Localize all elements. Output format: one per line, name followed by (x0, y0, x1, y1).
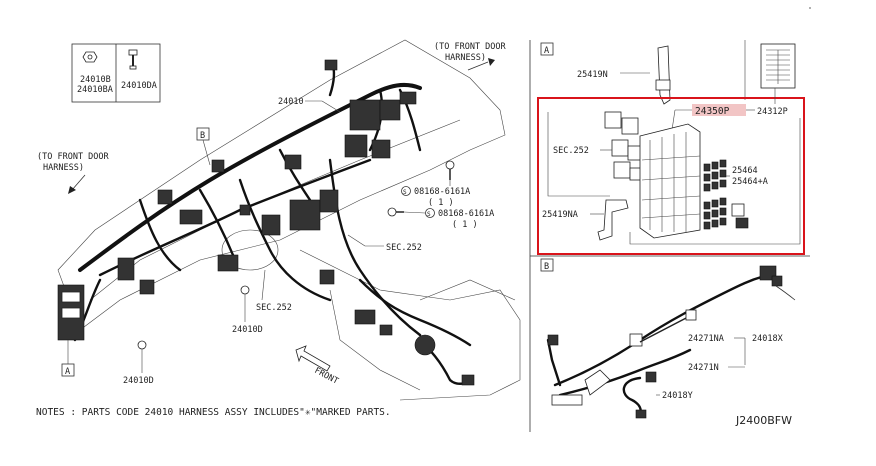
sec252-detail-label: SEC.252 (553, 146, 589, 156)
relay-stack (604, 111, 643, 181)
part-24010B-label: 24010B (80, 75, 111, 85)
part-24010D-left-label: 24010D (123, 376, 154, 386)
detail-a-panel: A 25419N 24350P 24312P (537, 40, 805, 255)
svg-text:S: S (403, 189, 407, 196)
sec252-main-center-label: SEC.252 (256, 303, 292, 313)
fuse-cluster-lower (703, 197, 749, 230)
svg-text:B: B (200, 131, 205, 141)
part-24271NA-label: 24271NA (688, 334, 724, 344)
sec252-main-right-label: SEC.252 (386, 243, 422, 253)
bolt-2-callout: S 08168-6161A ( 1 ) (403, 208, 494, 230)
part-24018Y-label: 24018Y (662, 391, 693, 401)
highlight-box (537, 97, 805, 255)
marker-a-main: A (61, 340, 75, 377)
diagram-code: J2400BFW (735, 414, 792, 427)
harness-b-connectors (547, 265, 796, 406)
part-24010-label: 24010 (278, 97, 304, 107)
notes-text: NOTES : PARTS CODE 24010 HARNESS ASSY IN… (36, 407, 391, 418)
small-parts-legend: 24010B 24010BA 24010DA (71, 43, 161, 103)
marker-b-main: B (196, 127, 211, 166)
fuse-block (639, 123, 701, 239)
detail-a-marker: A (544, 46, 549, 56)
svg-text:S: S (427, 211, 431, 218)
part-25419NA-label: 25419NA (542, 210, 578, 220)
part-24271N-label: 24271N (688, 363, 719, 373)
part-24018X-label: 24018X (752, 334, 784, 344)
pigtail-24018Y (622, 371, 657, 419)
part-25464A-label: 25464+A (732, 177, 768, 187)
part-25419N-label: 25419N (577, 70, 608, 80)
part-24010D-center-label: 24010D (232, 325, 263, 335)
bolt-1-callout: S 08168-6161A ( 1 ) (401, 180, 470, 208)
to-front-door-top-label: (TO FRONT DOOR (434, 42, 507, 52)
bolt-1-label: 08168-6161A (414, 187, 470, 197)
part-24350P-label: 24350P (695, 106, 730, 117)
detail-b-marker: B (544, 262, 549, 272)
harness-left-label: HARNESS) (43, 163, 84, 173)
bracket-25419N (655, 45, 671, 105)
arrow-down-left-icon (68, 174, 86, 194)
screw-icon (128, 49, 138, 70)
part-24010DA-label: 24010DA (121, 81, 157, 91)
arrow-right-icon (467, 58, 495, 71)
bolt-2-qty: ( 1 ) (452, 220, 478, 230)
harness-top-label: HARNESS) (445, 53, 486, 63)
part-24312P-label: 24312P (757, 107, 788, 117)
part-25464-label: 25464 (732, 166, 758, 176)
bolt-2-label: 08168-6161A (438, 209, 494, 219)
nut-icon (82, 51, 98, 63)
label-sheet-icon (760, 43, 796, 89)
svg-text:A: A (65, 367, 70, 377)
dashboard-outline (57, 39, 521, 401)
bolt-1-qty: ( 1 ) (428, 198, 454, 208)
corner-dot (809, 7, 811, 9)
front-arrow-icon (295, 345, 331, 372)
to-front-door-left-label: (TO FRONT DOOR (37, 152, 110, 162)
harness-connectors (57, 59, 475, 386)
highlight-label-bg (692, 104, 746, 116)
bracket-25419NA (597, 199, 629, 241)
part-24010BA-label: 24010BA (77, 85, 113, 95)
detail-b-panel: B 24271NA 24018X 24271N 24018Y (540, 258, 796, 419)
fuse-cluster-upper (703, 159, 727, 192)
